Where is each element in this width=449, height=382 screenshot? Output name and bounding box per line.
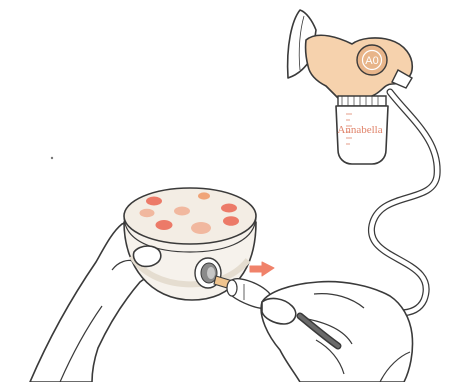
- device-button-8: [223, 216, 239, 226]
- device-button-6: [156, 220, 173, 230]
- device-button-5: [221, 204, 237, 213]
- device-button-3: [140, 209, 155, 217]
- arrow-right-icon: [250, 262, 274, 276]
- stray-dot: [51, 157, 53, 159]
- device-button-4: [174, 207, 190, 216]
- dial-label: A0: [365, 55, 378, 67]
- device-button-1: [146, 197, 162, 206]
- bottle-brand-logo: Annabella: [337, 124, 382, 136]
- breast-shield-kit: A0 Annabella: [288, 10, 413, 164]
- device-button-2: [198, 192, 210, 199]
- bottle-collar: [338, 96, 386, 106]
- left-thumb: [133, 246, 160, 266]
- device-button-7: [191, 222, 211, 234]
- right-hand: [261, 282, 412, 382]
